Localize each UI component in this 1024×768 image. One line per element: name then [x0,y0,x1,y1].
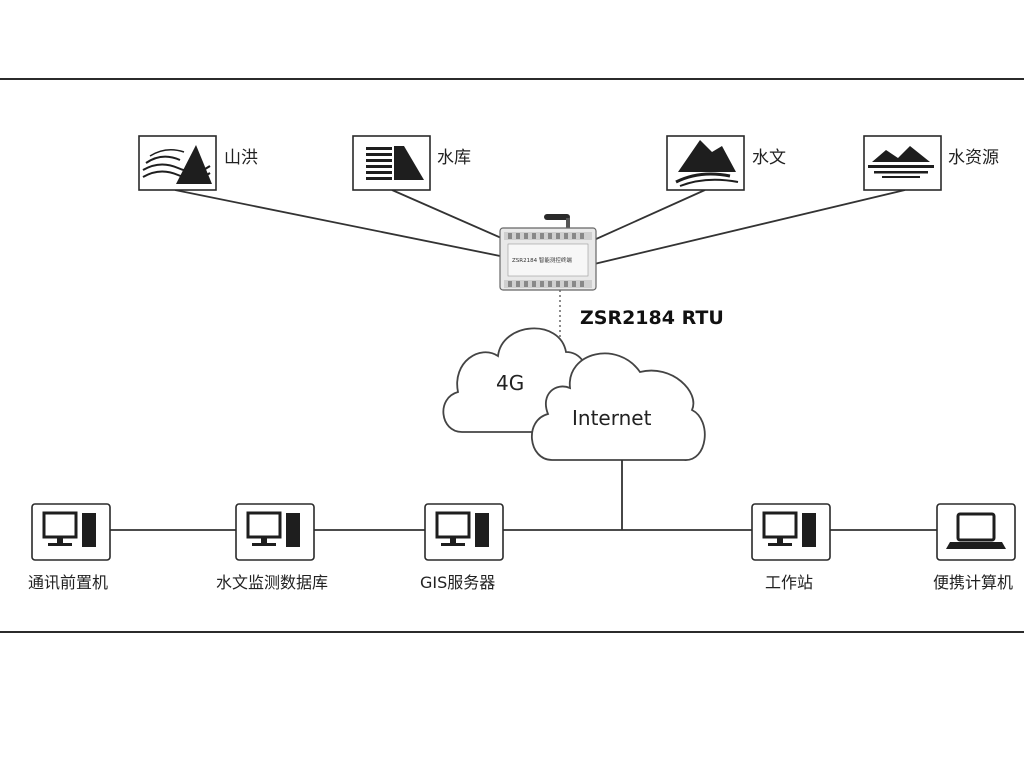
terminal-comm-front-end: 通讯前置机 [28,503,111,592]
source-label-hydrology: 水文 [752,148,786,168]
network-bus [110,460,937,531]
cloud-internet-label: Internet [572,406,652,430]
source-reservoir: 水库 [352,135,471,191]
terminal-label-gis-server: GIS服务器 [420,573,495,592]
terminal-gis-server: GIS服务器 [420,503,504,592]
source-label-reservoir: 水库 [437,148,471,168]
terminal-laptop: 便携计算机 [933,503,1016,592]
terminal-label-laptop: 便携计算机 [933,573,1013,592]
source-water-resources: 水资源 [863,135,999,191]
terminal-label-workstation: 工作站 [765,573,813,592]
source-links [174,189,906,266]
antenna-icon [544,214,570,220]
reservoir-icon-frame [352,135,431,191]
rtu-device-text: ZSR2184 智能测控终端 [512,256,572,264]
laptop-icon [946,512,1006,549]
cloud-4g-label: 4G [496,371,524,395]
terminal-label-hydro-database: 水文监测数据库 [216,573,328,592]
water-resources-icon [868,146,934,178]
rtu-title: ZSR2184 RTU [580,307,724,329]
desktop-computer-icon [42,511,96,547]
water-resources-icon-frame [863,135,942,191]
desktop-computer-icon [246,511,300,547]
terminal-workstation: 工作站 [751,503,831,592]
source-hydrology: 水文 [666,135,786,191]
terminal-hydro-database: 水文监测数据库 [216,503,328,592]
source-label-flood: 山洪 [224,148,258,168]
rtu-device: ZSR2184 智能测控终端 [499,214,597,291]
source-flood: 山洪 [138,135,258,191]
cloud-internet: Internet [531,352,706,461]
reservoir-icon [366,146,424,180]
terminal-label-comm-front-end: 通讯前置机 [28,573,108,592]
desktop-computer-icon [762,511,816,547]
flood-icon [142,145,212,184]
source-label-water-resources: 水资源 [948,148,999,168]
hydrology-icon [675,140,739,187]
top-divider [0,78,1024,80]
bottom-divider [0,631,1024,633]
desktop-computer-icon [435,511,489,547]
